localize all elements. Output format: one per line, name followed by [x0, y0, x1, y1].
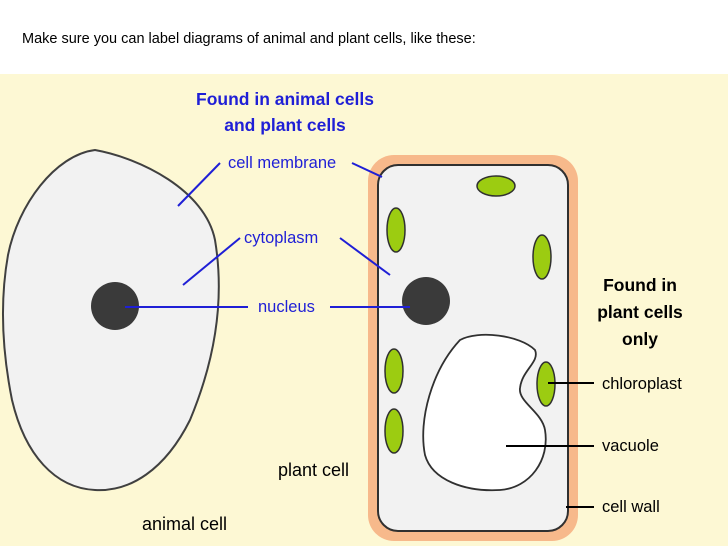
plant-cell-nucleus: [402, 277, 450, 325]
label-vacuole: vacuole: [602, 437, 659, 455]
heading-both-line-2: and plant cells: [224, 115, 346, 135]
cytoplasm-line-animal: [182, 237, 241, 286]
label-chloroplast: chloroplast: [602, 375, 682, 393]
label-lines-plant-only: [506, 382, 594, 508]
cell-membrane-line-animal: [177, 162, 221, 207]
chloroplast-shape: [384, 408, 404, 454]
heading-both-line-1: Found in animal cells: [196, 89, 374, 109]
chloroplast-shape: [384, 348, 404, 394]
heading-plant-only-line-1: Found in: [603, 275, 677, 295]
label-cell-membrane: cell membrane: [228, 154, 336, 172]
cytoplasm-line-plant: [339, 237, 391, 276]
animal-cell-nucleus: [91, 282, 139, 330]
chloroplast-shape: [386, 207, 406, 253]
label-lines-shared: [125, 162, 410, 308]
label-nucleus: nucleus: [258, 298, 315, 316]
chloroplast-shape: [532, 234, 552, 280]
cell-diagram: Found in animal cells and plant cells Fo…: [0, 74, 728, 546]
label-cell-wall: cell wall: [602, 498, 660, 516]
label-plant-cell: plant cell: [278, 460, 349, 480]
cell-membrane-line-plant: [351, 162, 383, 178]
chloroplast-shape: [476, 175, 516, 197]
label-animal-cell: animal cell: [142, 514, 227, 534]
label-cytoplasm: cytoplasm: [244, 229, 318, 247]
heading-plant-only-line-2: plant cells: [597, 302, 683, 322]
instruction-text: Make sure you can label diagrams of anim…: [22, 31, 476, 47]
plant-cell-vacuole: [422, 333, 547, 492]
heading-plant-only-line-3: only: [622, 329, 658, 349]
